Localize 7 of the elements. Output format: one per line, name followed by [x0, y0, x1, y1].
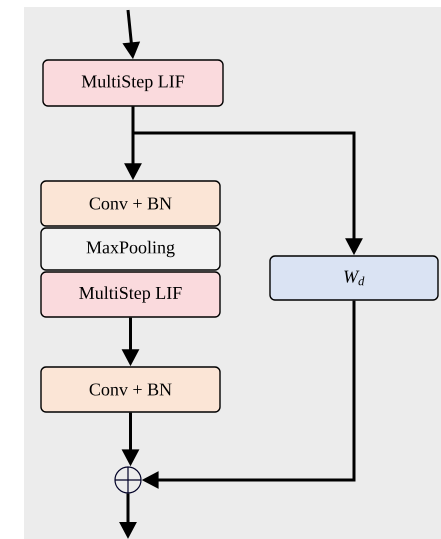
layer-box: Conv + BN — [40, 180, 221, 227]
layer-box: Conv + BN — [40, 366, 221, 413]
layer-box: MaxPooling — [40, 227, 221, 271]
neuron-box: MultiStep LIF — [42, 59, 224, 107]
neuron-box: MultiStep LIF — [40, 271, 221, 318]
weight-box: W$_{d}$ — [269, 255, 439, 301]
sum-symbol — [114, 466, 142, 494]
